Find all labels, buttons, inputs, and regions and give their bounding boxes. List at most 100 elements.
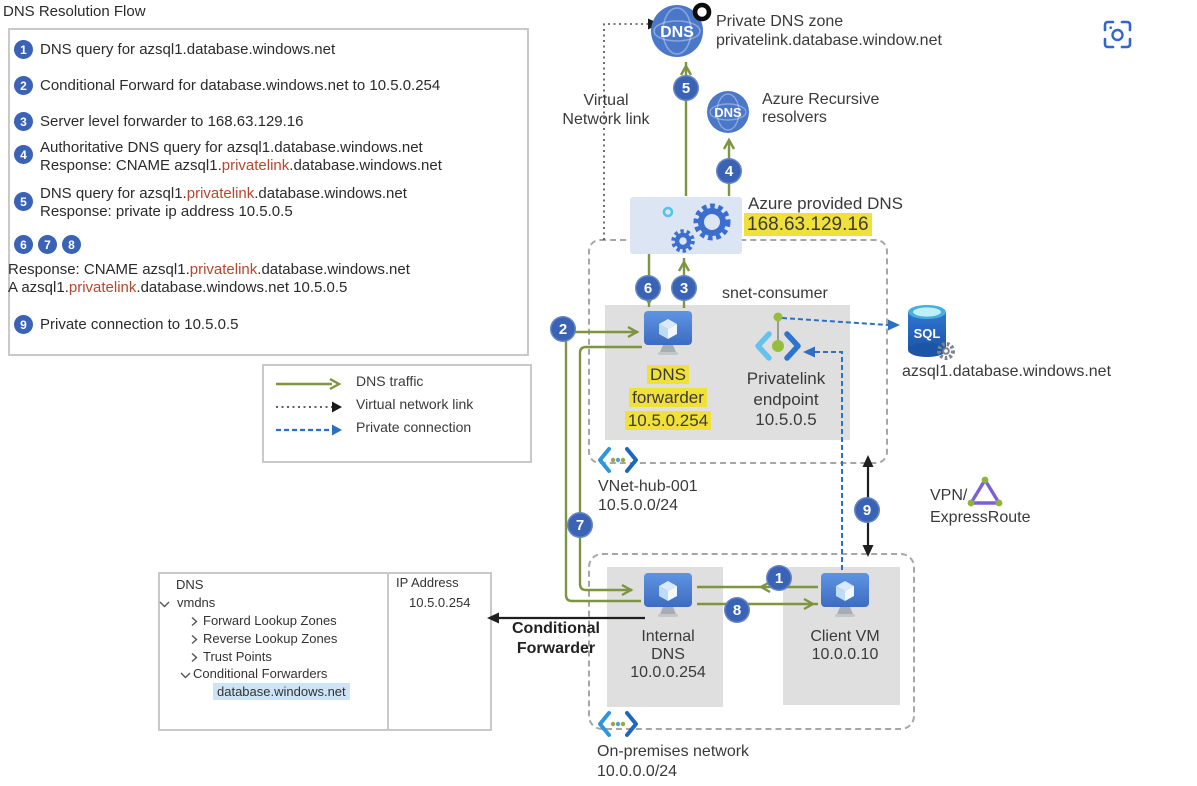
step-badge-8: 8 xyxy=(62,235,81,254)
conditional-forwarder-label: Conditional Forwarder xyxy=(496,619,616,659)
recursive-resolvers-icon-label: DNS xyxy=(714,105,742,120)
step5-line1b: privatelink xyxy=(186,185,255,202)
sql-database-icon: SQL xyxy=(908,305,955,360)
dns-manager-panel xyxy=(158,572,492,731)
recursive-resolvers-icon: DNS xyxy=(707,91,749,133)
private-dns-zone-title: Private DNS zone xyxy=(716,13,844,30)
screenshot-icon[interactable] xyxy=(1103,20,1132,49)
line-endpoint-to-sql xyxy=(781,317,889,326)
step678-line2b: privatelink xyxy=(68,279,137,296)
onprem-network-cidr: 10.0.0.0/24 xyxy=(597,763,678,780)
step678-line1b: privatelink xyxy=(189,261,258,278)
client-vm-label-2: 10.0.0.10 xyxy=(811,646,879,663)
onprem-vnet-icon xyxy=(598,711,638,737)
step-badge-5: 5 xyxy=(14,192,33,211)
vnet-link-line2: Network link xyxy=(562,111,650,128)
vpn-label-1: VPN/ xyxy=(930,487,968,504)
dns-forwarder-label-2: forwarder xyxy=(620,388,716,407)
azure-dns-ip: 168.63.129.16 xyxy=(744,213,872,236)
chevron-collapsed-icon xyxy=(191,652,198,663)
sql-server-label: azsql1.database.windows.net xyxy=(902,363,1112,380)
internal-dns-icon xyxy=(644,573,692,617)
expressroute-icon xyxy=(967,476,1003,507)
step678-line1c: .database.windows.net xyxy=(257,261,410,278)
chevron-expanded-icon xyxy=(180,672,191,679)
legend-private-conn-label: Private connection xyxy=(356,419,472,435)
ip-address-header: IP Address xyxy=(396,575,459,590)
step-badge-2: 2 xyxy=(14,76,33,95)
private-dns-zone-icon-label: DNS xyxy=(660,24,694,41)
step-badge-9: 9 xyxy=(14,315,33,334)
privatelink-endpoint-label-1: Privatelink xyxy=(746,369,826,388)
snet-consumer-label: snet-consumer xyxy=(722,285,828,302)
vnet-link-line1: Virtual xyxy=(583,92,629,109)
internal-dns-label-3: 10.0.0.254 xyxy=(630,664,706,681)
diagram-badge-8: 8 xyxy=(724,597,750,623)
vnet-hub-icon xyxy=(598,447,638,473)
legend-vnet-link-label: Virtual network link xyxy=(356,396,474,412)
azure-dns-gears-icon xyxy=(662,203,731,253)
vnet-hub-cidr: 10.5.0.0/24 xyxy=(598,497,679,514)
recursive-resolvers-label-1: Azure Recursive xyxy=(762,91,880,108)
step-badge-4: 4 xyxy=(14,145,33,164)
page-title: DNS Resolution Flow xyxy=(3,3,146,20)
diagram-badge-6: 6 xyxy=(635,275,661,301)
step678-line2c: .database.windows.net 10.5.0.5 xyxy=(136,279,348,296)
step-text-3: Server level forwarder to 168.63.129.16 xyxy=(40,113,304,130)
dns-forwarder-icon xyxy=(644,311,692,355)
step-badge-1: 1 xyxy=(14,40,33,59)
conditional-forwarder-arrow xyxy=(487,612,645,624)
legend-vnet-link-swatch xyxy=(276,401,342,413)
dns-forwarder-text-2: forwarder xyxy=(629,388,707,407)
step5-line1c: .database.windows.net xyxy=(254,185,407,202)
chevron-collapsed-icon xyxy=(191,634,198,645)
step678-line2a: A azsql1. xyxy=(8,279,69,296)
tree-item-conditional-forwarders: Conditional Forwarders xyxy=(193,666,328,681)
step-text-1: DNS query for azsql1.database.windows.ne… xyxy=(40,41,336,58)
step-text-678: Response: CNAME azsql1.privatelink.datab… xyxy=(8,261,410,297)
client-vm-label-1: Client VM xyxy=(810,628,880,645)
conditional-forwarder-line1: Conditional xyxy=(512,620,600,637)
legend-panel xyxy=(262,364,532,463)
tree-item-trust-points: Trust Points xyxy=(203,649,272,664)
private-connection-lines xyxy=(781,317,889,570)
diagram-badge-5: 5 xyxy=(673,75,699,101)
dns-forwarder-text-3: 10.5.0.254 xyxy=(624,411,712,430)
client-vm-icon xyxy=(821,573,869,617)
virtual-network-link-label: Virtual Network link xyxy=(556,91,656,129)
vpn-label-2: ExpressRoute xyxy=(930,509,1031,526)
step4-line2a: Response: CNAME azsql1. xyxy=(40,157,222,174)
step-badge-7: 7 xyxy=(38,235,57,254)
tree-selected-zone: database.windows.net xyxy=(213,683,350,700)
diagram-badge-9: 9 xyxy=(854,497,880,523)
onprem-network-name: On-premises network xyxy=(597,743,750,760)
azure-dns-title: Azure provided DNS xyxy=(748,194,903,213)
step-badge-6: 6 xyxy=(14,235,33,254)
ip-address-value: 10.5.0.254 xyxy=(409,595,471,610)
conditional-forwarder-line2: Forwarder xyxy=(516,640,596,657)
sql-icon-label: SQL xyxy=(914,326,941,341)
step-text-4: Authoritative DNS query for azsql1.datab… xyxy=(40,139,442,175)
onprem-box xyxy=(588,553,915,730)
diagram-badge-1: 1 xyxy=(766,565,792,591)
dns-forwarder-label-3: 10.5.0.254 xyxy=(620,411,716,430)
privatelink-endpoint-label-3: 10.5.0.5 xyxy=(755,410,817,429)
line-response-7 xyxy=(578,345,642,592)
chevron-expanded-icon xyxy=(159,601,170,608)
chevron-collapsed-icon xyxy=(191,616,198,627)
diagram-badge-7: 7 xyxy=(567,512,593,538)
recursive-resolvers-label-2: resolvers xyxy=(762,109,827,126)
tree-server: vmdns xyxy=(177,595,216,610)
step-badge-3: 3 xyxy=(14,112,33,131)
tree-selected-zone-text: database.windows.net xyxy=(213,683,350,700)
privatelink-endpoint-icon xyxy=(755,312,801,361)
diagram-badge-3: 3 xyxy=(671,275,697,301)
step-text-2: Conditional Forward for database.windows… xyxy=(40,77,441,94)
panel-divider xyxy=(387,574,389,729)
step5-line1a: DNS query for azsql1. xyxy=(40,185,187,202)
step678-line1a: Response: CNAME azsql1. xyxy=(8,261,190,278)
azure-dns-ip-text: 168.63.129.16 xyxy=(744,213,872,236)
vnet-hub-name: VNet-hub-001 xyxy=(598,478,698,495)
